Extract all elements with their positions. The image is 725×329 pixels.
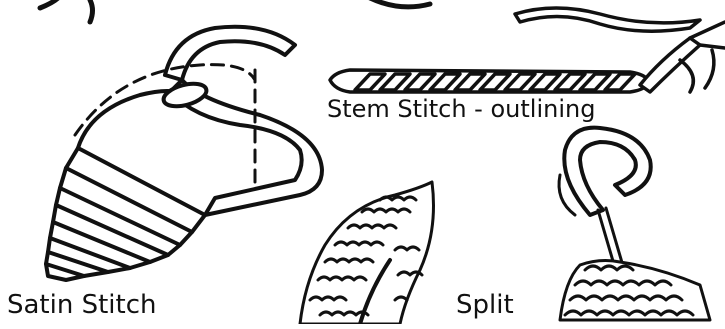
stem-stitch-label: Stem Stitch - outlining (327, 97, 595, 121)
textured-stitch-illustration (300, 182, 434, 324)
split-stitch-band (560, 261, 710, 320)
split-stitch-illustration (559, 128, 710, 320)
satin-stitch-label: Satin Stitch (7, 292, 157, 318)
split-stitch-label: Split (456, 292, 514, 318)
loop-fragment-drawing (40, 0, 430, 22)
stem-stitch-illustration (330, 8, 725, 92)
satin-stitch-illustration (46, 27, 322, 280)
